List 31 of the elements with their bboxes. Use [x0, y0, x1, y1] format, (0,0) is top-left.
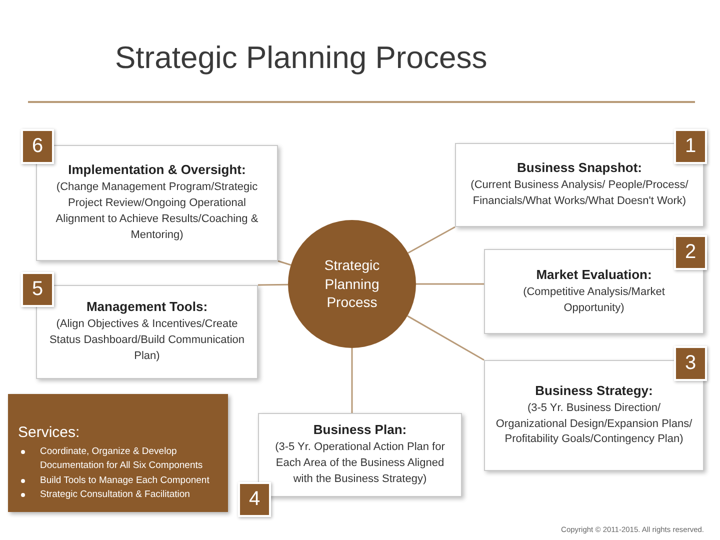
connector-line: [351, 348, 353, 413]
box-heading: Business Snapshot:: [517, 160, 642, 176]
box-description: (Current Business Analysis/ People/Process/ Financials/What Works/What Doesn't Work): [470, 178, 690, 209]
services-panel: [8, 394, 228, 512]
box-description: (Change Management Program/Strategic Project Review/Ongoing Operational Alignment to Achieve Results/Coaching & Mentoring): [54, 180, 260, 243]
bullet-item: Build Tools to Manage Each Component: [18, 474, 218, 488]
box-description: (Align Objectives & Incentives/Create Status Dashboard/Build Communication Plan): [48, 317, 246, 364]
connector-line: [407, 315, 484, 361]
number-badge: 5: [21, 272, 54, 307]
number-badge: 1: [674, 129, 707, 164]
box-heading: Business Strategy:: [535, 382, 653, 398]
box-description: (3-5 Yr. Operational Action Plan for Each Area of the Business Aligned with the Business Strategy): [274, 440, 446, 487]
box-heading: Implementation & Oversight:: [68, 162, 246, 178]
bullet-item: Coordinate, Organize & Develop Documentation for All Six Components: [18, 445, 218, 474]
connector-line: [258, 284, 288, 286]
number-badge: 4: [238, 482, 271, 517]
title: Strategic Planning Process: [115, 40, 488, 76]
number-badge: 2: [674, 235, 707, 270]
box-heading: Management Tools:: [86, 299, 208, 314]
center-circle: Strategic Planning Process: [288, 220, 416, 348]
connector-line: [278, 260, 292, 266]
box-heading: Market Evaluation:: [536, 266, 652, 282]
box-description: (3-5 Yr. Business Direction/ Organizational Design/Expansion Plans/ Profitability Goals/Contingency Plan): [494, 400, 694, 448]
connector-line: [408, 226, 456, 254]
number-badge: 3: [674, 346, 707, 381]
bullet-item: Strategic Consultation & Facilitation: [18, 488, 218, 502]
box-description: (Competitive Analysis/Market Opportunity): [522, 284, 666, 316]
number-badge: 6: [21, 129, 54, 164]
box-heading: Business Plan:: [313, 422, 407, 438]
panel-heading: Services:: [18, 424, 81, 441]
connector-line: [416, 283, 484, 285]
